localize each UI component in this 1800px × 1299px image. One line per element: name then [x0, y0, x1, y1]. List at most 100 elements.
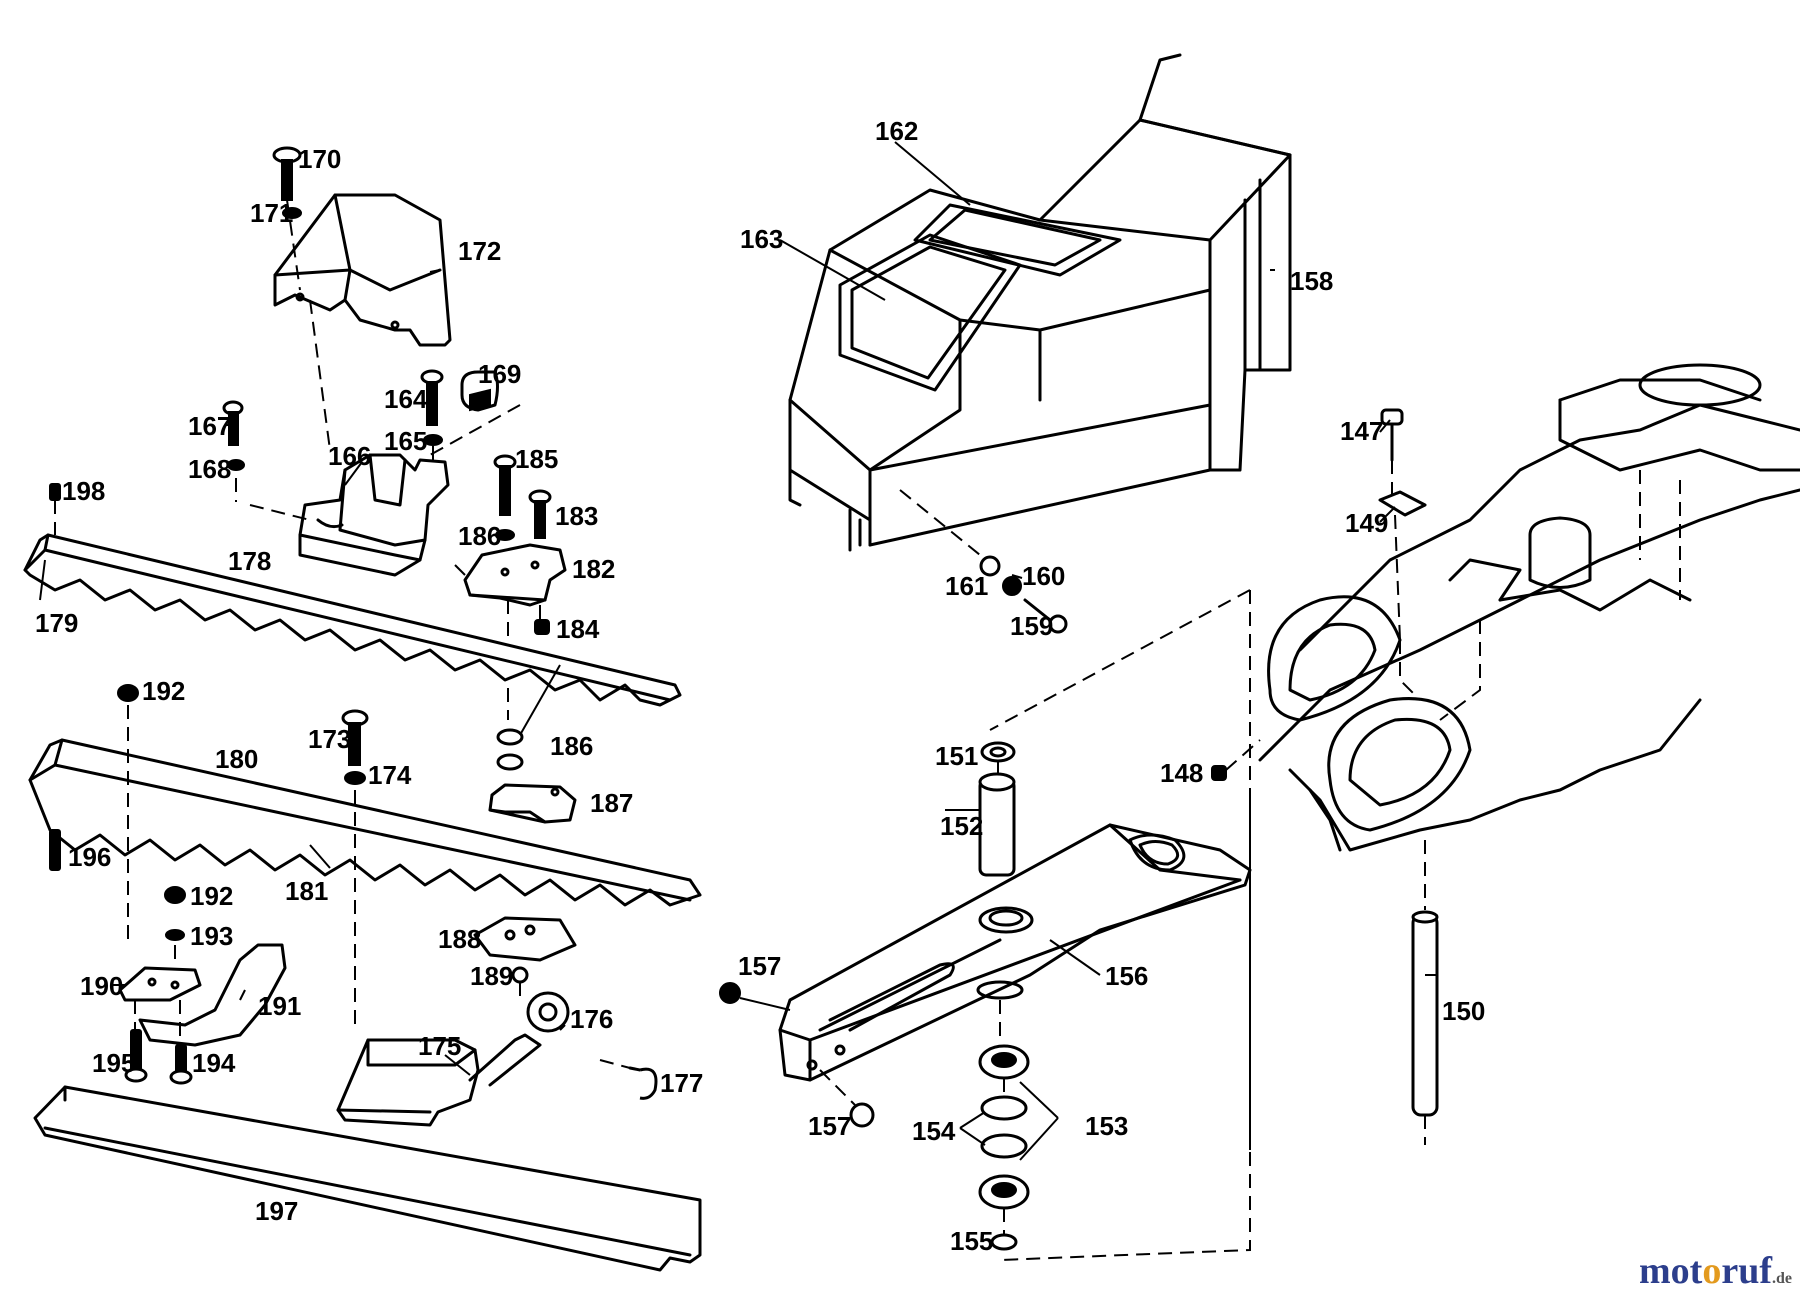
- bolt-167: [222, 400, 244, 446]
- watermark-logo: motoruf.de: [1639, 1249, 1792, 1293]
- washer-193: [165, 929, 185, 941]
- label-149: 149: [1345, 508, 1388, 538]
- label-192-upper: 192: [142, 676, 185, 706]
- label-197: 197: [255, 1196, 298, 1226]
- bracket-175: [336, 1033, 542, 1127]
- label-198: 198: [62, 476, 105, 506]
- nut-192-lower: [164, 886, 186, 904]
- bolt-185: [493, 454, 517, 516]
- washer-151: [980, 741, 1016, 763]
- fasteners-159-161: [899, 489, 1068, 634]
- label-186-upper: 186: [458, 521, 501, 551]
- bolt-164: [420, 369, 444, 426]
- label-157-upper: 157: [738, 951, 781, 981]
- label-186-lower: 186: [550, 731, 593, 761]
- label-162: 162: [875, 116, 918, 146]
- bolt-183: [528, 489, 552, 539]
- bolt-194: [169, 1000, 193, 1085]
- label-152: 152: [940, 811, 983, 841]
- bracket-149: [1378, 490, 1427, 641]
- label-175: 175: [418, 1031, 461, 1061]
- bolt-173: [341, 709, 369, 766]
- watermark-part-4: .de: [1772, 1270, 1792, 1287]
- plate-187: [488, 783, 577, 824]
- pin-177: [599, 1059, 658, 1100]
- label-174: 174: [368, 760, 412, 790]
- nut-192-upper: [117, 684, 139, 940]
- label-188: 188: [438, 924, 481, 954]
- label-147: 147: [1340, 416, 1383, 446]
- label-182: 182: [572, 554, 615, 584]
- label-170: 170: [298, 144, 341, 174]
- label-195: 195: [92, 1048, 135, 1078]
- label-187: 187: [590, 788, 633, 818]
- label-159: 159: [1010, 611, 1053, 641]
- label-154: 154: [912, 1116, 956, 1146]
- nut-157-upper: [719, 982, 791, 1011]
- label-160: 160: [1022, 561, 1065, 591]
- watermark-part-1: mot: [1639, 1250, 1703, 1292]
- label-177: 177: [660, 1068, 703, 1098]
- bushing-152: [978, 772, 1016, 877]
- plate-182: [463, 543, 567, 607]
- washers-186-lower: [496, 728, 524, 771]
- knife-bar-180: [28, 738, 702, 907]
- washer-165: [423, 434, 443, 446]
- label-178: 178: [228, 546, 271, 576]
- window-162: [913, 203, 1122, 277]
- grease-nipple-169: [429, 370, 521, 456]
- nut-157-lower: [819, 1069, 875, 1128]
- label-190: 190: [80, 971, 123, 1001]
- rivet-196: [49, 829, 61, 871]
- label-171: 171: [250, 198, 293, 228]
- hood-cover: [788, 53, 1292, 552]
- label-157-lower: 157: [808, 1111, 851, 1141]
- label-194: 194: [192, 1048, 236, 1078]
- shaft-150: [1411, 840, 1439, 1145]
- label-165: 165: [384, 426, 427, 456]
- washer-168: [227, 459, 311, 521]
- knife-blade-178: [23, 533, 682, 707]
- plate-188: [473, 916, 577, 962]
- label-172: 172: [458, 236, 501, 266]
- roller-176: [526, 991, 570, 1033]
- chassis-frame: [1258, 363, 1800, 852]
- label-196: 196: [68, 842, 111, 872]
- washer-186-upper: [495, 529, 515, 541]
- label-183: 183: [555, 501, 598, 531]
- label-180: 180: [215, 744, 258, 774]
- label-156: 156: [1105, 961, 1148, 991]
- spring-191: [138, 943, 287, 1047]
- label-161: 161: [945, 571, 988, 601]
- watermark-part-3: ruf: [1721, 1250, 1772, 1292]
- guard-rail-197: [33, 1085, 702, 1272]
- nut-189: [511, 966, 529, 984]
- watermark-part-2: o: [1702, 1250, 1722, 1292]
- cover-172: [273, 193, 452, 347]
- label-151: 151: [935, 741, 978, 771]
- bolt-170: [272, 146, 302, 291]
- nut-148: [1211, 739, 1261, 781]
- bearing-153-lower: [978, 1174, 1030, 1210]
- label-193: 193: [190, 921, 233, 951]
- ring-154-upper: [980, 1095, 1028, 1121]
- label-181: 181: [285, 876, 328, 906]
- washer-155: [990, 1233, 1018, 1251]
- label-191: 191: [258, 991, 301, 1021]
- label-168: 168: [188, 454, 231, 484]
- label-179: 179: [35, 608, 78, 638]
- washer-174: [344, 771, 366, 785]
- bolt-195: [124, 1000, 148, 1083]
- plate-190: [118, 966, 202, 1002]
- label-173: 173: [308, 724, 351, 754]
- rivet-198: [49, 483, 61, 535]
- label-176: 176: [570, 1004, 613, 1034]
- label-164: 164: [384, 384, 428, 414]
- label-184: 184: [556, 614, 600, 644]
- nut-184: [534, 605, 550, 635]
- part-labels: 147 148 149 150 151 152 153 154 155 156 …: [35, 116, 1485, 1256]
- label-167: 167: [188, 411, 231, 441]
- label-148: 148: [1160, 758, 1203, 788]
- label-153: 153: [1085, 1111, 1128, 1141]
- cutter-arm-156: [778, 823, 1252, 1082]
